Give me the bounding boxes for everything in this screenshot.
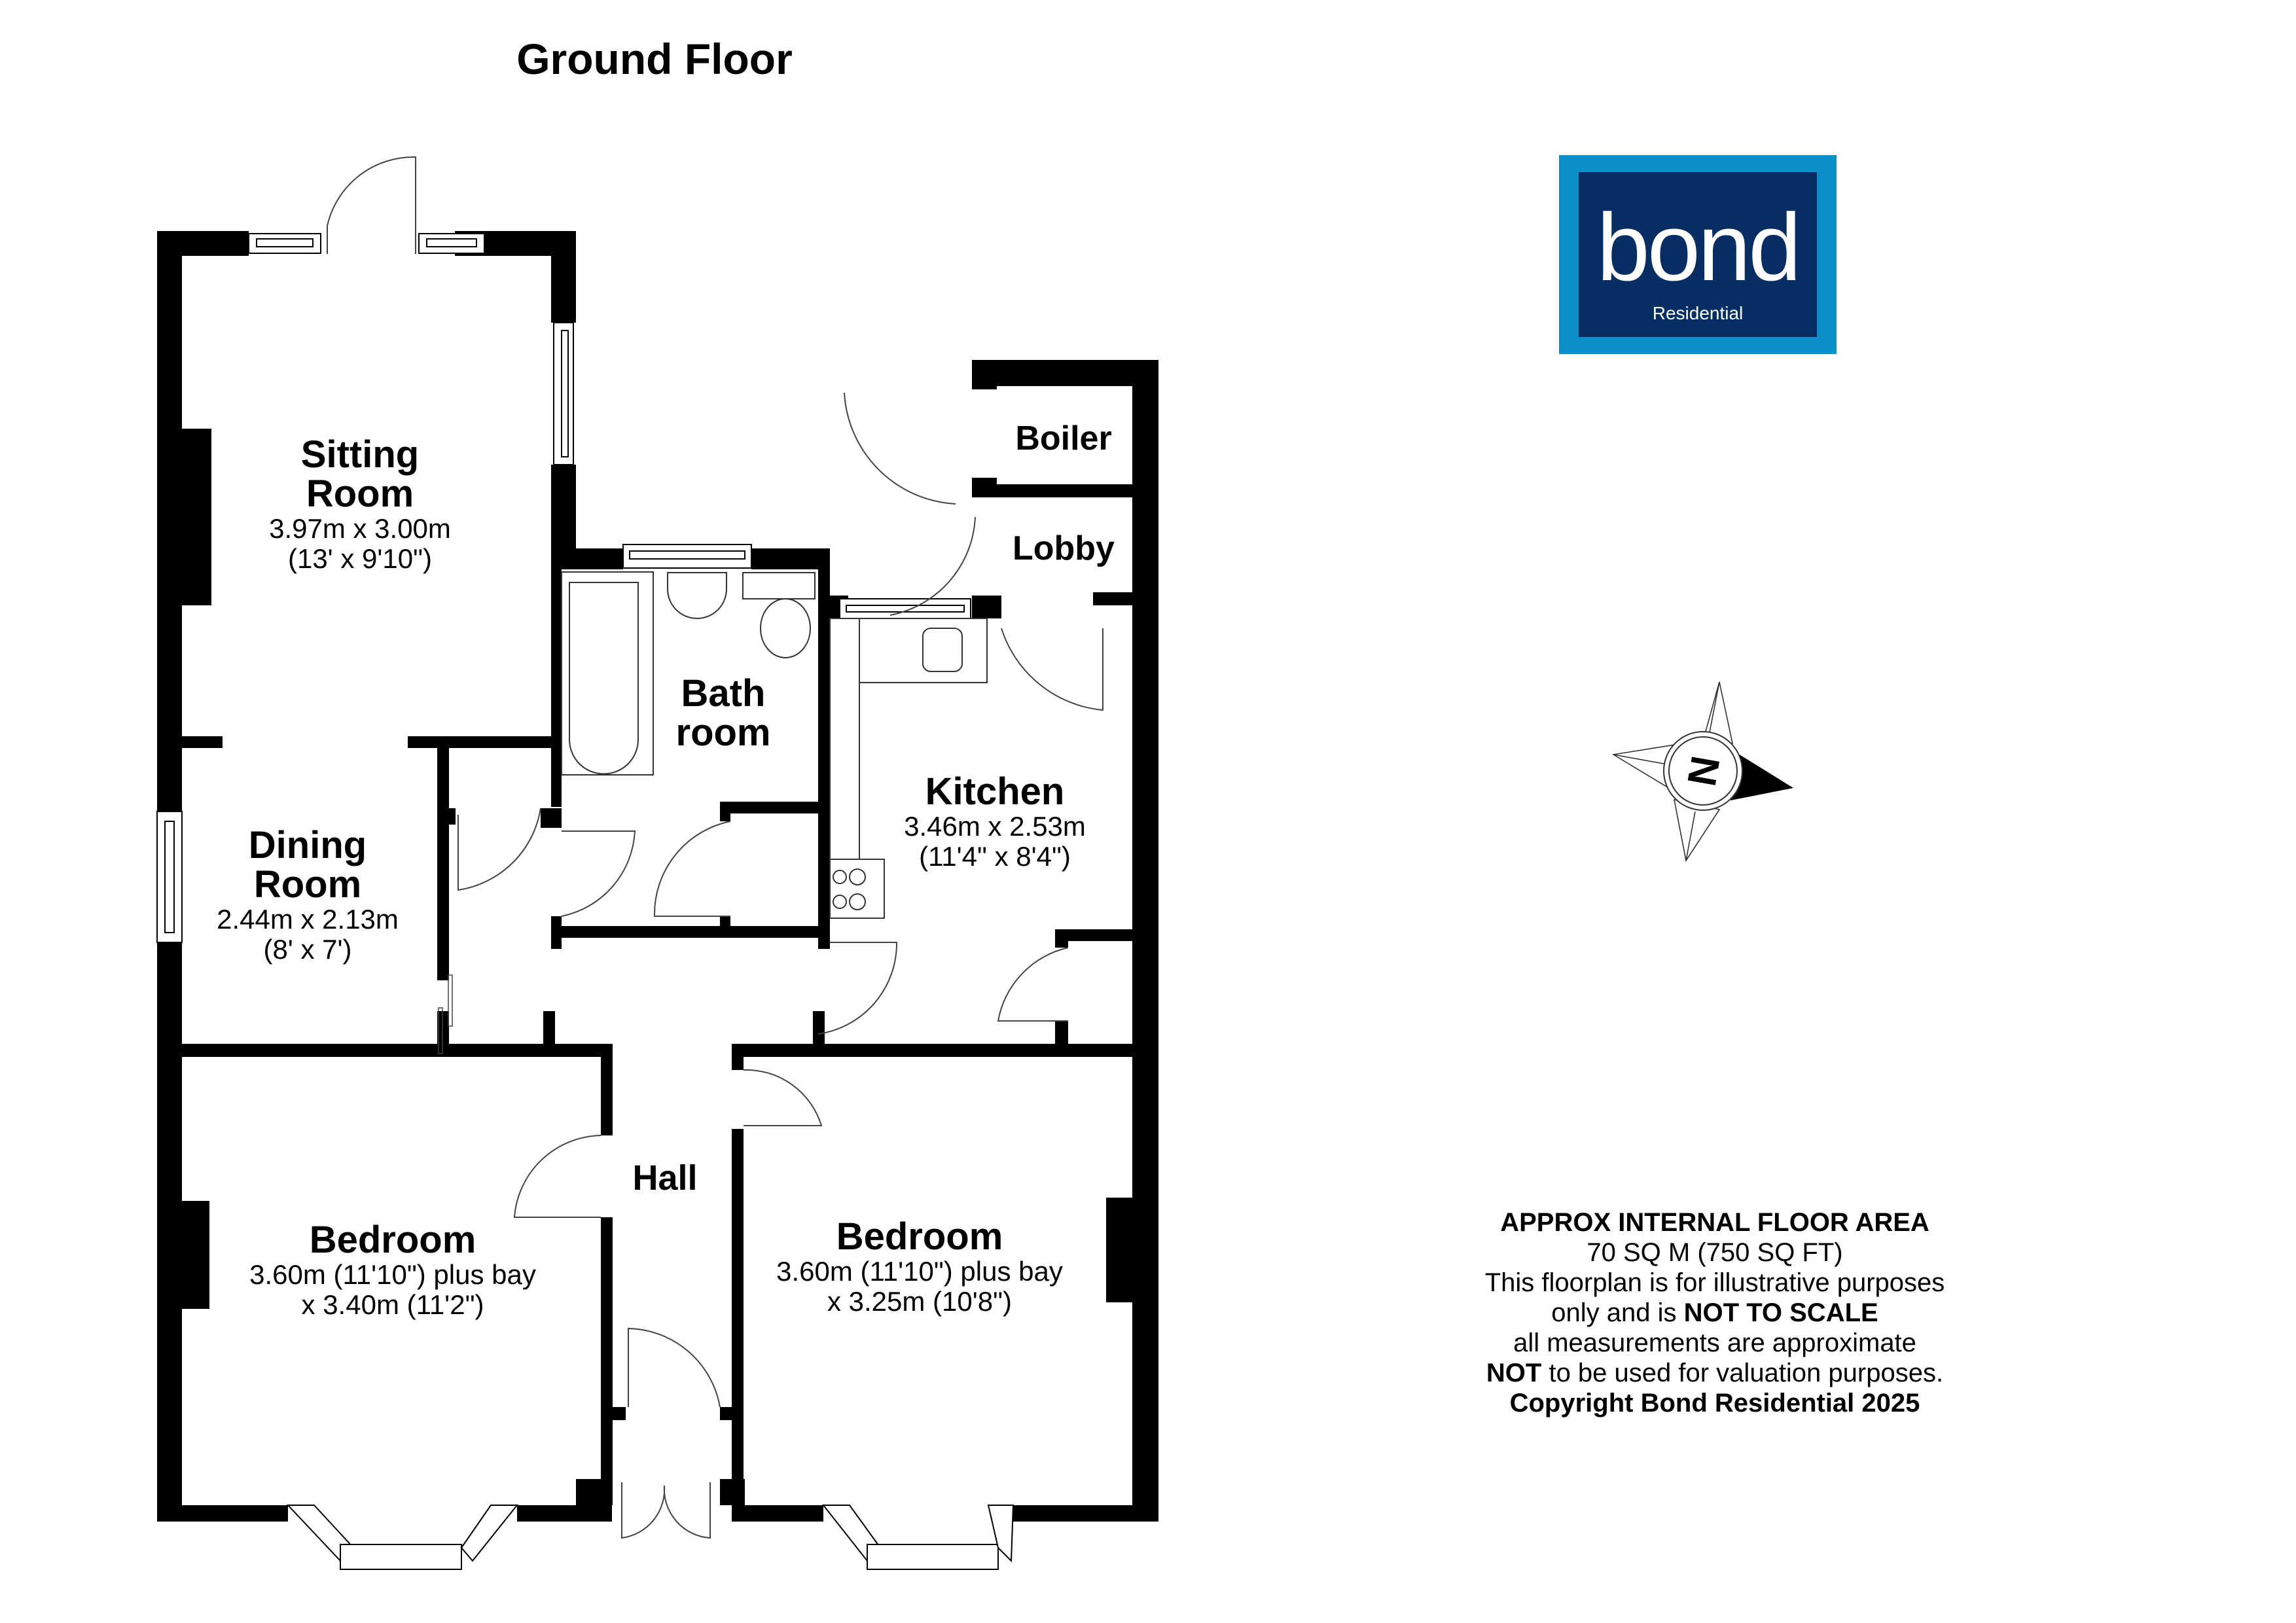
room-boiler: Boiler [1001,419,1126,458]
disclaimer-line-1: This floorplan is for illustrative purpo… [1484,1268,1945,1297]
room-dimensions-imperial: (8' x 7') [263,934,352,965]
room-name: Dining [248,824,367,866]
disclaimer-line-2: only and is NOT TO SCALE [1551,1298,1878,1327]
room-kitchen: Kitchen 3.46m x 2.53m (11'4" x 8'4") [877,772,1113,872]
disclaimer-line-3: all measurements are approximate [1513,1329,1916,1357]
fixtures [561,571,988,919]
logo-subtitle: Residential [1652,303,1744,323]
room-dining-room: Dining Room 2.44m x 2.13m (8' x 7') [196,826,419,965]
room-name: Lobby [1013,529,1115,567]
room-name: Room [253,863,362,906]
room-name: Sitting [300,433,420,476]
room-dimensions-line1: 3.60m (11'10") plus bay [776,1256,1063,1287]
room-name: Bedroom [836,1215,1003,1258]
room-name: Bedroom [309,1219,476,1261]
room-dimensions-line2: x 3.25m (10'8") [827,1286,1013,1317]
room-name: Bath [681,672,766,715]
room-name: room [675,711,771,754]
windows [156,233,1014,1570]
room-name: Boiler [1015,419,1112,457]
room-dimensions-metric: 2.44m x 2.13m [217,904,399,935]
room-lobby: Lobby [1001,529,1126,568]
logo-wordmark: bond [1596,194,1802,300]
room-dimensions-imperial: (11'4" x 8'4") [919,841,1071,872]
room-name: Hall [632,1158,698,1198]
floor-area-notice: APPROX INTERNAL FLOOR AREA 70 SQ M (750 … [1427,1207,2003,1418]
room-dimensions-metric: 3.97m x 3.00m [269,513,451,544]
area-value: 70 SQ M (750 SQ FT) [1587,1238,1843,1267]
disclaimer-line-4: NOT to be used for valuation purposes. [1486,1359,1944,1387]
bond-residential-logo: bond Residential [1559,155,1837,354]
room-bedroom-left: Bedroom 3.60m (11'10") plus bay x 3.40m … [216,1221,569,1320]
room-dimensions-line1: 3.60m (11'10") plus bay [249,1259,536,1290]
copyright: Copyright Bond Residential 2025 [1509,1389,1920,1418]
logo-inner-panel: bond Residential [1579,172,1817,337]
room-name: Room [306,473,414,515]
room-sitting-room: Sitting Room 3.97m x 3.00m (13' x 9'10") [249,435,471,574]
room-dimensions-line2: x 3.40m (11'2") [301,1289,484,1320]
room-bathroom: Bath room [655,674,792,753]
room-hall: Hall [613,1158,717,1198]
room-dimensions-metric: 3.46m x 2.53m [904,811,1086,842]
door-swings [327,156,1103,1539]
north-arrow-icon: N [1611,681,1793,863]
floor-title: Ground Floor [516,35,793,83]
room-name: Kitchen [925,770,1065,813]
room-dimensions-imperial: (13' x 9'10") [287,543,433,574]
area-heading: APPROX INTERNAL FLOOR AREA [1500,1208,1929,1237]
room-bedroom-right: Bedroom 3.60m (11'10") plus bay x 3.25m … [743,1217,1096,1317]
